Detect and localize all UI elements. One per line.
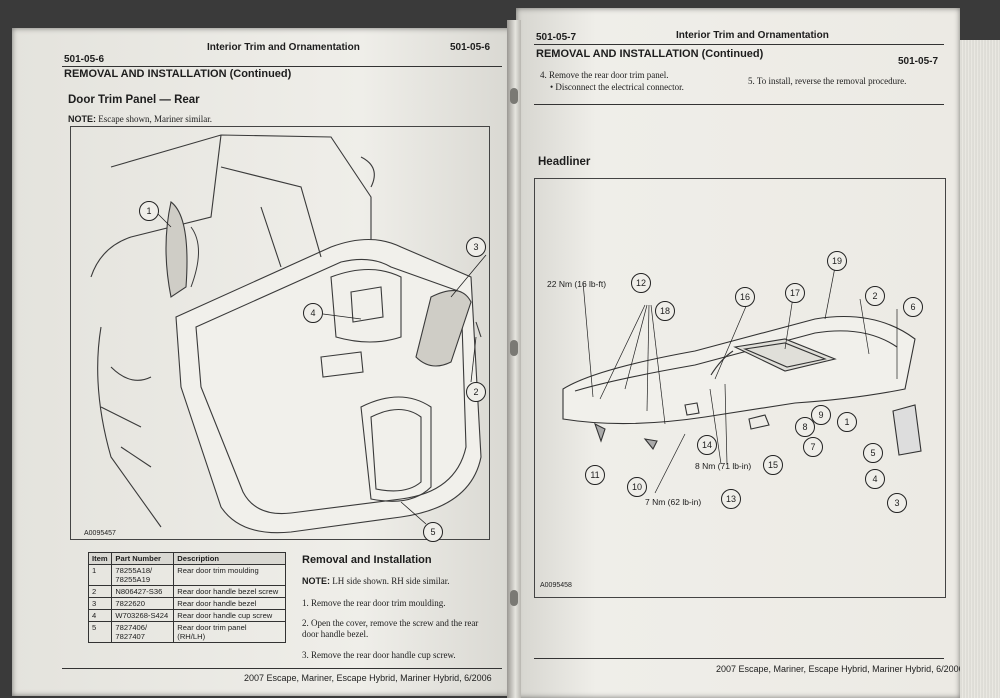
table-cell: 4	[87, 609, 113, 622]
headliner-illustration	[562, 266, 922, 494]
torque-22nm: 22 Nm (16 lb-ft)	[547, 279, 607, 289]
right-section-title: Interior Trim and Ornamentation	[676, 30, 829, 41]
procedure-title: Removal and Installation	[302, 554, 432, 566]
left-subheading: Door Trim Panel — Rear	[68, 94, 200, 106]
callout-4: 4	[303, 303, 323, 323]
step-4: 4. Remove the rear door trim panel.	[540, 70, 669, 80]
callout-15: 15	[763, 455, 783, 475]
col-item: Item	[87, 552, 113, 565]
step-3: 3. Remove the rear door handle cup screw…	[302, 650, 456, 660]
procedure-note: NOTE: LH side shown. RH side similar.	[302, 576, 450, 586]
left-figure-id: A0095457	[84, 530, 116, 537]
callout-6: 6	[903, 297, 923, 317]
door-panel-figure: 1 2 3 4 5	[70, 126, 490, 542]
left-note: NOTE: Escape shown, Mariner similar.	[68, 114, 212, 124]
col-description: Description	[173, 552, 286, 565]
right-heading: REMOVAL AND INSTALLATION (Continued)	[536, 48, 764, 60]
binder-hole	[510, 340, 518, 356]
table-row: 1 78255A18/ 78255A19 Rear door trim moul…	[87, 564, 286, 586]
callout-19: 19	[827, 251, 847, 271]
footer-rule	[62, 668, 502, 669]
torque-8nm: 8 Nm (71 lb-in)	[695, 461, 752, 471]
callout-5: 5	[863, 443, 883, 463]
callout-3: 3	[887, 493, 907, 513]
parts-table-header: Item Part Number Description	[87, 552, 286, 565]
callout-17: 17	[785, 283, 805, 303]
right-figure-id: A0095458	[540, 582, 572, 589]
table-cell: Rear door handle bezel screw	[173, 585, 286, 598]
binder-hole	[510, 88, 518, 104]
callout-1: 1	[139, 201, 159, 221]
table-row: 3 7822620 Rear door handle bezel	[87, 597, 286, 610]
col-part-number: Part Number	[111, 552, 175, 565]
table-cell: 78255A18/ 78255A19	[111, 564, 175, 586]
right-page: 501-05-7 Interior Trim and Ornamentation…	[516, 8, 960, 698]
table-cell: Rear door handle bezel	[173, 597, 286, 610]
section-rule	[534, 104, 944, 105]
table-cell: Rear door trim panel (RH/LH)	[173, 621, 286, 643]
left-page: 501-05-6 Interior Trim and Ornamentation…	[12, 28, 512, 696]
callout-14: 14	[697, 435, 717, 455]
table-row: 5 7827406/ 7827407 Rear door trim panel …	[87, 621, 286, 643]
headliner-figure: 22 Nm (16 lb-ft) 8 Nm (71 lb-in) 7 Nm (6…	[534, 178, 946, 598]
page-stack-edge	[958, 40, 1000, 698]
callout-11: 11	[585, 465, 605, 485]
procedure-note-label: NOTE:	[302, 576, 330, 586]
step-2: 2. Open the cover, remove the screw and …	[302, 618, 479, 628]
callout-2: 2	[865, 286, 885, 306]
note-text: Escape shown, Mariner similar.	[98, 114, 212, 124]
callout-3: 3	[466, 237, 486, 257]
right-page-number: 501-05-7	[536, 32, 577, 43]
table-cell: 5	[87, 621, 113, 643]
note-label: NOTE:	[68, 114, 96, 124]
callout-9: 9	[811, 405, 831, 425]
right-footer: 2007 Escape, Mariner, Escape Hybrid, Mar…	[716, 664, 960, 674]
callout-12: 12	[631, 273, 651, 293]
callout-5: 5	[423, 522, 443, 542]
right-page-number-right: 501-05-7	[898, 56, 939, 67]
callout-10: 10	[627, 477, 647, 497]
table-cell: 1	[87, 564, 113, 586]
left-page-number-right: 501-05-6	[450, 42, 491, 53]
callout-18: 18	[655, 301, 675, 321]
left-section-title: Interior Trim and Ornamentation	[207, 42, 360, 53]
header-rule	[534, 44, 944, 45]
right-subheading: Headliner	[538, 156, 591, 168]
callout-2: 2	[466, 382, 486, 402]
table-cell: 7822620	[111, 597, 175, 610]
step-2-cont: door handle bezel.	[302, 629, 369, 639]
left-page-number: 501-05-6	[64, 54, 105, 65]
header-rule	[62, 66, 502, 67]
torque-7nm: 7 Nm (62 lb-in)	[645, 497, 702, 507]
callout-16: 16	[735, 287, 755, 307]
table-row: 4 W703268-S424 Rear door handle cup scre…	[87, 609, 286, 622]
table-cell: N806427-S36	[111, 585, 175, 598]
table-cell: 2	[87, 585, 113, 598]
door-panel-illustration	[90, 134, 487, 534]
parts-table: Item Part Number Description 1 78255A18/…	[87, 552, 286, 643]
table-row: 2 N806427-S36 Rear door handle bezel scr…	[87, 585, 286, 598]
table-cell: Rear door trim moulding	[173, 564, 286, 586]
table-cell: 3	[87, 597, 113, 610]
step-4-bullet: • Disconnect the electrical connector.	[550, 82, 684, 92]
callout-13: 13	[721, 489, 741, 509]
left-heading: REMOVAL AND INSTALLATION (Continued)	[64, 68, 292, 80]
callout-4: 4	[865, 469, 885, 489]
callout-7: 7	[803, 437, 823, 457]
left-footer: 2007 Escape, Mariner, Escape Hybrid, Mar…	[244, 673, 492, 683]
step-5: 5. To install, reverse the removal proce…	[748, 76, 907, 86]
binder-hole	[510, 590, 518, 606]
table-cell: W703268-S424	[111, 609, 175, 622]
footer-rule	[534, 658, 944, 659]
step-1: 1. Remove the rear door trim moulding.	[302, 598, 446, 608]
callout-8: 8	[795, 417, 815, 437]
procedure-note-text: LH side shown. RH side similar.	[332, 576, 450, 586]
callout-1: 1	[837, 412, 857, 432]
table-cell: Rear door handle cup screw	[173, 609, 286, 622]
table-cell: 7827406/ 7827407	[111, 621, 175, 643]
book-spine	[507, 20, 521, 698]
